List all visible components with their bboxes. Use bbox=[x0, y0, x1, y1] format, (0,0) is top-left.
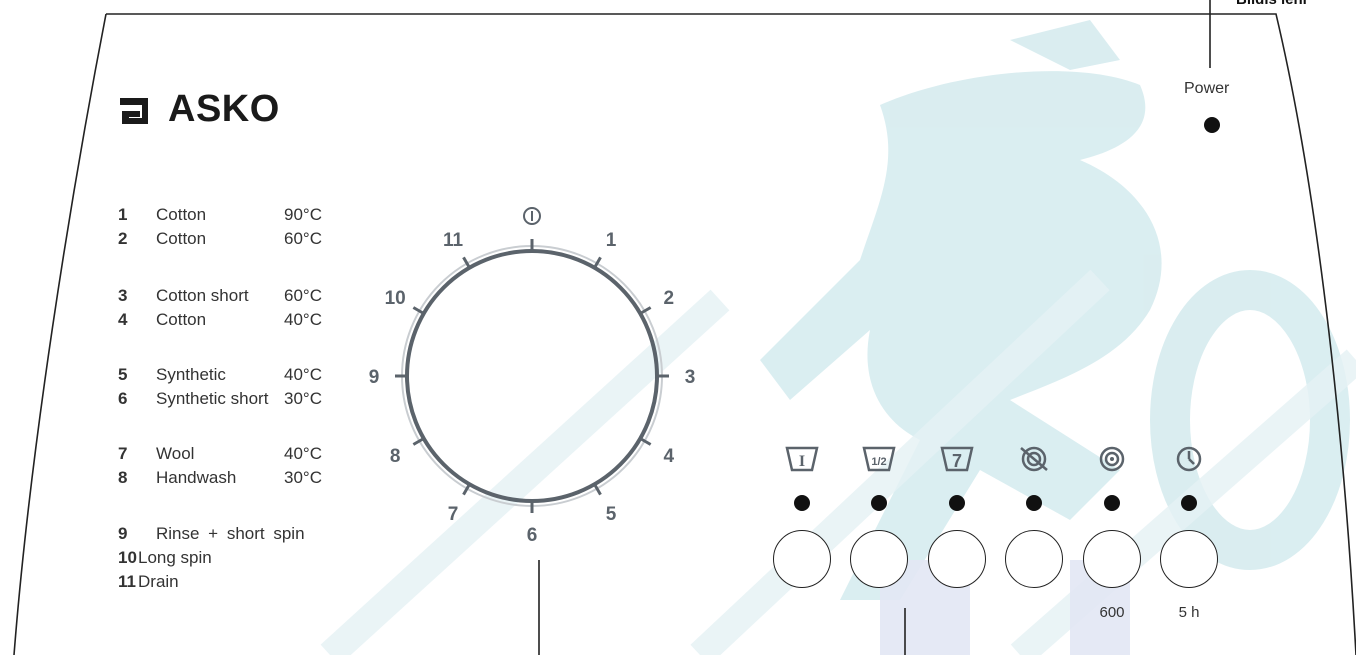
dial-number: 11 bbox=[443, 230, 464, 251]
option-button[interactable] bbox=[1083, 530, 1141, 588]
half-load-tub-icon: 1/2 bbox=[862, 444, 896, 477]
option-indicator-led bbox=[794, 495, 810, 511]
dial-number: 9 bbox=[369, 367, 380, 388]
dial-number: 4 bbox=[664, 446, 675, 467]
option-button[interactable] bbox=[773, 530, 831, 588]
dial-number: 2 bbox=[664, 288, 675, 309]
dial-number: 6 bbox=[527, 525, 538, 546]
power-label: Power bbox=[1184, 80, 1229, 98]
dial-number: 10 bbox=[385, 288, 406, 309]
option-button-label: 600 bbox=[1082, 604, 1142, 621]
prewash-tub-icon: I bbox=[785, 444, 819, 477]
top-callout-label: Bildis ïeni bbox=[1236, 0, 1307, 8]
power-off-icon bbox=[524, 208, 540, 224]
svg-text:7: 7 bbox=[952, 451, 962, 471]
option-button[interactable] bbox=[1160, 530, 1218, 588]
option-indicator-led bbox=[1026, 495, 1042, 511]
delay-timer-icon bbox=[1172, 444, 1206, 479]
program-dial[interactable]: 1 2 3 4 5 6 7 8 9 10 11 bbox=[360, 200, 720, 560]
svg-text:1/2: 1/2 bbox=[871, 456, 886, 468]
option-indicator-led bbox=[1104, 495, 1120, 511]
option-button[interactable] bbox=[928, 530, 986, 588]
dial-number: 5 bbox=[606, 504, 617, 525]
option-indicator-led bbox=[949, 495, 965, 511]
dial-number: 1 bbox=[606, 230, 617, 251]
no-spin-icon bbox=[1017, 444, 1051, 479]
spin-speed-icon bbox=[1095, 444, 1129, 479]
option-button-label: 5 h bbox=[1159, 604, 1219, 621]
power-indicator[interactable] bbox=[1204, 117, 1220, 133]
brand-logo: ASKO bbox=[118, 88, 280, 131]
option-button[interactable] bbox=[1005, 530, 1063, 588]
dial-number: 3 bbox=[685, 367, 696, 388]
option-button[interactable] bbox=[850, 530, 908, 588]
asko-logo-icon bbox=[118, 94, 152, 126]
svg-text:I: I bbox=[799, 453, 805, 470]
brand-name: ASKO bbox=[168, 88, 280, 131]
option-indicator-led bbox=[871, 495, 887, 511]
quick-wash-tub-icon: 7 bbox=[940, 444, 974, 477]
dial-number: 8 bbox=[390, 446, 401, 467]
option-indicator-led bbox=[1181, 495, 1197, 511]
dial-number: 7 bbox=[448, 504, 459, 525]
